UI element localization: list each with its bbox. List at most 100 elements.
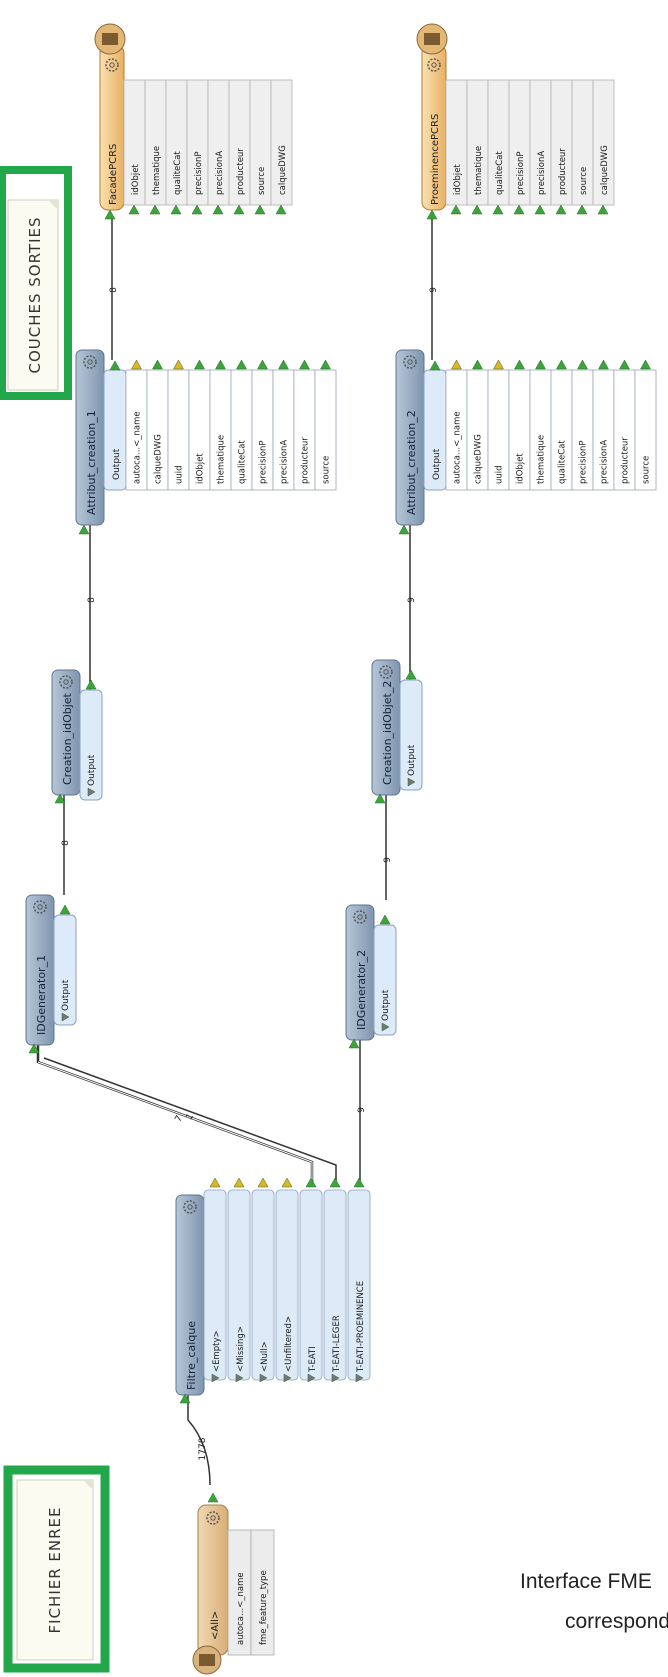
attr2-output-port[interactable] [429, 360, 441, 371]
filter-ports: <Empty><Missing><Null><Unfiltered>T-EATI… [203, 1177, 371, 1383]
input-annotation-frame [3, 1465, 110, 1673]
proeminence-input-port-6[interactable] [576, 204, 588, 215]
attr1-attribute-port-6[interactable] [257, 359, 268, 370]
attr2-attribute-port-4[interactable] [535, 359, 546, 370]
proeminence-input-port-7[interactable] [597, 204, 609, 215]
creation1-output-port[interactable] [85, 679, 97, 690]
attr2-attribute-port-5[interactable] [556, 359, 567, 370]
gear-icon[interactable] [379, 665, 393, 679]
filter-output-port-1[interactable] [233, 1177, 245, 1188]
attr2-attribute-port-1[interactable] [472, 359, 483, 370]
filter-output-port-0[interactable] [209, 1177, 221, 1188]
filter-port-marker-2[interactable] [259, 1373, 268, 1383]
attr2-attribute-port-7[interactable] [598, 359, 609, 370]
attr1-attribute-port-9[interactable] [320, 359, 331, 370]
filter-output-port-3[interactable] [281, 1177, 293, 1188]
attr1-attribute-port-3[interactable] [194, 359, 205, 370]
gear-icon[interactable] [403, 355, 417, 369]
attr2-attribute-port-8[interactable] [619, 359, 630, 370]
attr2-attribute-port-3[interactable] [514, 359, 525, 370]
filter-transformer[interactable]: Filtre_calque<Empty><Missing><Null><Unfi… [175, 1177, 371, 1404]
creation2-port-marker[interactable] [407, 777, 416, 787]
gear-icon[interactable] [105, 58, 119, 72]
reader-output-port[interactable] [207, 1492, 219, 1503]
facade-input-port-1[interactable] [149, 204, 161, 215]
idgen2-input-port[interactable] [348, 1038, 360, 1049]
facade-input-port-7[interactable] [275, 204, 287, 215]
facade-input-port-5[interactable] [233, 204, 245, 215]
filter-port-marker-5[interactable] [331, 1373, 340, 1383]
filter-output-port-2[interactable] [257, 1177, 269, 1188]
gear-icon[interactable] [183, 1200, 197, 1214]
attr1-attribute-port-2[interactable] [173, 359, 184, 370]
filter-port-marker-6[interactable] [355, 1373, 364, 1383]
facade-input-port-4[interactable] [212, 204, 224, 215]
filter-input-port[interactable] [179, 1393, 191, 1404]
gear-icon[interactable] [427, 58, 441, 72]
idgen2-port-marker[interactable] [381, 1022, 390, 1032]
creation1-port-marker[interactable] [87, 787, 96, 797]
count-creation1-attr1: 8 [87, 597, 97, 603]
filter-port-marker-1[interactable] [235, 1373, 244, 1383]
gear-icon[interactable] [83, 355, 97, 369]
filter-output-port-5[interactable] [329, 1177, 341, 1188]
proeminence-input-port-5[interactable] [555, 204, 567, 215]
filter-output-port-4[interactable] [305, 1177, 317, 1188]
creation2-output-port[interactable] [405, 669, 417, 680]
facade-attribute-1: thematique [152, 146, 162, 195]
attr2-attribute-1: calqueDWG [474, 434, 484, 484]
facade-input-port-6[interactable] [254, 204, 266, 215]
attr1-input-port[interactable] [78, 524, 90, 535]
proeminence-input-port-4[interactable] [534, 204, 546, 215]
filter-port-marker-3[interactable] [283, 1373, 292, 1383]
proeminence-input-port-0[interactable] [450, 204, 462, 215]
attr1-attribute-port-0[interactable] [131, 359, 142, 370]
idgen1-output-port[interactable] [59, 904, 71, 915]
filter-port-marker-4[interactable] [307, 1373, 316, 1383]
idgen1-port-marker[interactable] [61, 1012, 70, 1022]
gear-icon[interactable] [59, 675, 73, 689]
attr1-attribute-port-7[interactable] [278, 359, 289, 370]
attr1-attribute-port-8[interactable] [299, 359, 310, 370]
attr1-attribute-port-1[interactable] [152, 359, 163, 370]
attr2-attribute-port-6[interactable] [577, 359, 588, 370]
proeminence-input-port-2[interactable] [492, 204, 504, 215]
proeminence-input-port-3[interactable] [513, 204, 525, 215]
attr1-attribute-port-4[interactable] [215, 359, 226, 370]
creation2-input-port[interactable] [374, 793, 386, 804]
attr1-attribute-3: idObjet [196, 453, 206, 484]
connection-reader-filter[interactable] [187, 1395, 211, 1486]
creation1-input-port[interactable] [54, 793, 66, 804]
facade-main-input-port[interactable] [104, 209, 116, 220]
proeminence-main-input-port[interactable] [426, 209, 438, 220]
attr1-output-port[interactable] [109, 360, 121, 371]
attr2-attribute-port-9[interactable] [640, 359, 651, 370]
attr2-attribute-port-0[interactable] [451, 359, 462, 370]
gear-icon[interactable] [206, 1511, 220, 1525]
attr2-attribute-port-2[interactable] [493, 359, 504, 370]
filter-port-marker-0[interactable] [211, 1373, 220, 1383]
facade-input-port-2[interactable] [170, 204, 182, 215]
connection-filter-idgen1-b[interactable] [43, 1057, 337, 1183]
gear-icon[interactable] [33, 900, 47, 914]
idgen2-output-port[interactable] [379, 914, 391, 925]
filter-output-port-6[interactable] [353, 1177, 365, 1188]
proeminence-input-port-1[interactable] [471, 204, 483, 215]
facade-input-port-0[interactable] [128, 204, 140, 215]
attr1-attribute-port-5[interactable] [236, 359, 247, 370]
gear-icon[interactable] [353, 910, 367, 924]
facade-input-port-3[interactable] [191, 204, 203, 215]
idgen1-input-port[interactable] [28, 1043, 40, 1054]
attr2-input-port[interactable] [398, 524, 410, 535]
